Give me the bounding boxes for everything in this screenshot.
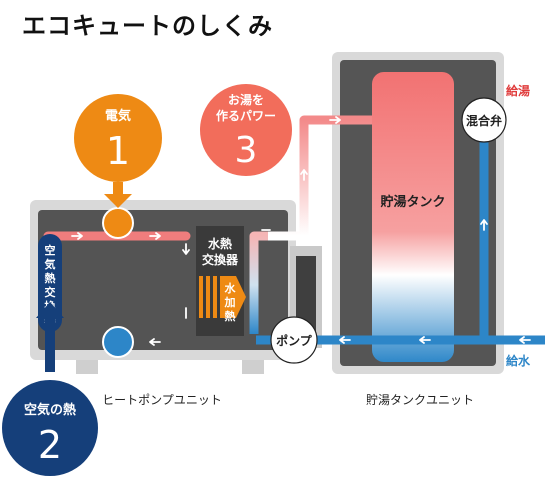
badge-air-heat-number: 2 [38, 423, 62, 467]
tank-unit [332, 52, 504, 374]
mixing-valve-label: 混合弁 [466, 113, 502, 128]
flow-arrows-refrigerant [71, 232, 190, 346]
heat-pump-unit-label: ヒートポンプユニット [102, 393, 222, 407]
svg-text:熱: 熱 [225, 309, 236, 323]
pump-label: ポンプ [276, 333, 313, 348]
badge-electricity: 電気 1 [74, 94, 162, 208]
svg-text:空: 空 [45, 243, 56, 257]
arrow-down-icon [104, 194, 132, 208]
badge-power: お湯を 作るパワー 3 [200, 84, 292, 176]
mixing-valve: 混合弁 [461, 97, 507, 143]
badge-power-label-2: 作るパワー [216, 108, 276, 123]
svg-text:加: 加 [224, 295, 236, 309]
badge-air-heat-label: 空気の熱 [24, 402, 76, 418]
storage-tank [372, 72, 454, 362]
page-title: エコキュートのしくみ [22, 12, 273, 40]
svg-text:交: 交 [45, 285, 56, 299]
hot-supply-label: 給湯 [506, 83, 530, 98]
pump: ポンプ [270, 316, 318, 364]
water-pipe-heated [249, 231, 268, 334]
water-supply-label: 給水 [506, 353, 531, 368]
svg-text:気: 気 [45, 257, 56, 271]
badge-electricity-number: 1 [106, 129, 130, 173]
tank-label: 貯湯タンク [380, 194, 445, 210]
compressor-node [102, 207, 134, 239]
flow-arrows-water [261, 116, 531, 344]
badge-power-number: 3 [235, 130, 258, 171]
tank-unit-label: 貯湯タンクユニット [366, 393, 474, 407]
expansion-node [102, 326, 134, 358]
air-heat-exchanger-tag [38, 234, 62, 332]
badge-power-label-1: お湯を [228, 92, 264, 107]
water-heating-fins [199, 276, 246, 318]
water-heating-label: 水 加 熱 [224, 281, 237, 323]
water-exchanger-label-2: 交換器 [202, 252, 239, 267]
water-exchanger-label-1: 水熱 [208, 236, 232, 251]
arrow-up-icon [36, 302, 64, 318]
badge-electricity-label: 電気 [105, 108, 131, 124]
svg-text:水: 水 [225, 281, 237, 295]
svg-text:熱: 熱 [45, 271, 56, 285]
badge-air-heat: 空気の熱 2 [2, 302, 98, 476]
